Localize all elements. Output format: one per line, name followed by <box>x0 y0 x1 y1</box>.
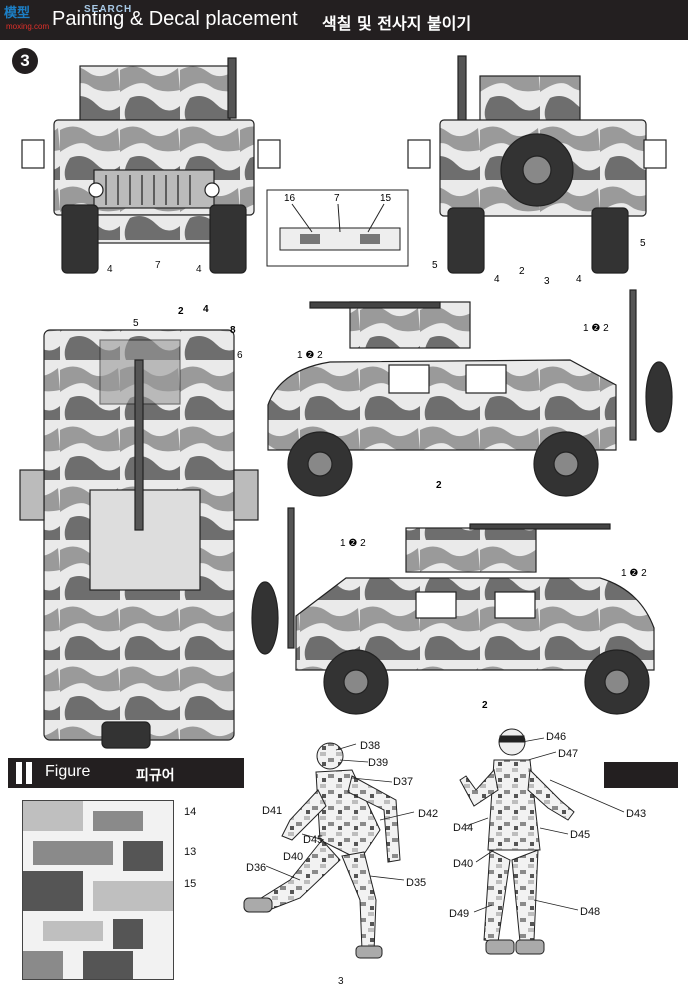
svg-text:1 ❷ 2: 1 ❷ 2 <box>297 350 323 361</box>
svg-text:1 ❷ 2: 1 ❷ 2 <box>583 323 609 334</box>
page-number: 3 <box>338 976 344 987</box>
figure1-label: D41 <box>262 805 283 817</box>
figure1-label: D37 <box>393 776 414 788</box>
callout-front-4: 4 <box>107 264 113 275</box>
figure2-label: D45 <box>570 829 591 841</box>
figure2-label: D48 <box>580 906 601 918</box>
svg-text:4: 4 <box>196 264 202 275</box>
side-view-1 <box>267 289 673 497</box>
front-view <box>21 57 281 274</box>
figure-section-header: Figure 피규어 <box>8 758 244 788</box>
detail-box <box>266 189 409 267</box>
section-bar-right <box>604 762 678 788</box>
figure2-label: D47 <box>558 748 579 760</box>
svg-text:2: 2 <box>178 306 184 317</box>
svg-text:2: 2 <box>436 480 442 491</box>
figure1-label: D39 <box>368 757 389 769</box>
svg-text:2: 2 <box>482 700 488 711</box>
figure1-label: D36 <box>246 862 267 874</box>
svg-text:4: 4 <box>576 274 582 285</box>
top-view <box>19 329 259 749</box>
step-number-badge: 3 <box>12 48 38 74</box>
svg-text:15: 15 <box>380 193 392 204</box>
marker: 14 <box>184 806 197 818</box>
svg-text:5: 5 <box>640 238 646 249</box>
svg-text:8: 8 <box>230 325 236 336</box>
figure1-label: D42 <box>418 808 439 820</box>
svg-text:4: 4 <box>494 274 500 285</box>
figure1-label: D35 <box>406 877 427 889</box>
page-title-korean: 색칠 및 전사지 붙이기 <box>322 14 472 33</box>
figure-soldier-2 <box>459 728 575 955</box>
section-title-korean: 피규어 <box>136 768 175 784</box>
watermark-url: moxing.com <box>6 22 50 31</box>
rear-view <box>407 55 667 274</box>
figure2-label: D43 <box>626 808 647 820</box>
figure2-label: D49 <box>449 908 470 920</box>
camo-pattern-swatch <box>22 800 174 980</box>
page-title: Painting & Decal placement <box>52 8 298 30</box>
svg-text:16: 16 <box>284 193 296 204</box>
svg-text:5: 5 <box>432 260 438 271</box>
marker: 13 <box>184 846 197 858</box>
figure2-label: D40 <box>453 858 474 870</box>
side-view-2 <box>251 507 655 715</box>
figure2-label: D46 <box>546 731 567 743</box>
svg-text:4: 4 <box>203 304 209 315</box>
svg-text:2: 2 <box>519 266 525 277</box>
svg-text:7: 7 <box>334 193 340 204</box>
svg-text:1 ❷ 2: 1 ❷ 2 <box>340 538 366 549</box>
figure1-label: D45 <box>303 834 324 846</box>
svg-text:5: 5 <box>133 318 139 329</box>
svg-text:6: 6 <box>237 350 243 361</box>
svg-text:3: 3 <box>544 276 550 287</box>
watermark-logo: 模型 <box>4 6 31 21</box>
marker: 15 <box>184 878 197 890</box>
svg-text:7: 7 <box>155 260 161 271</box>
section-title: Figure <box>45 763 91 780</box>
svg-text:1 ❷ 2: 1 ❷ 2 <box>621 568 647 579</box>
header-bar: Painting & Decal placement 색칠 및 전사지 붙이기 <box>0 0 688 40</box>
watermark-text: SEARCH <box>84 4 133 15</box>
figure1-label: D40 <box>283 851 304 863</box>
figure-soldier-1 <box>243 742 401 959</box>
figure1-label: D38 <box>360 740 381 752</box>
figure2-label: D44 <box>453 822 474 834</box>
